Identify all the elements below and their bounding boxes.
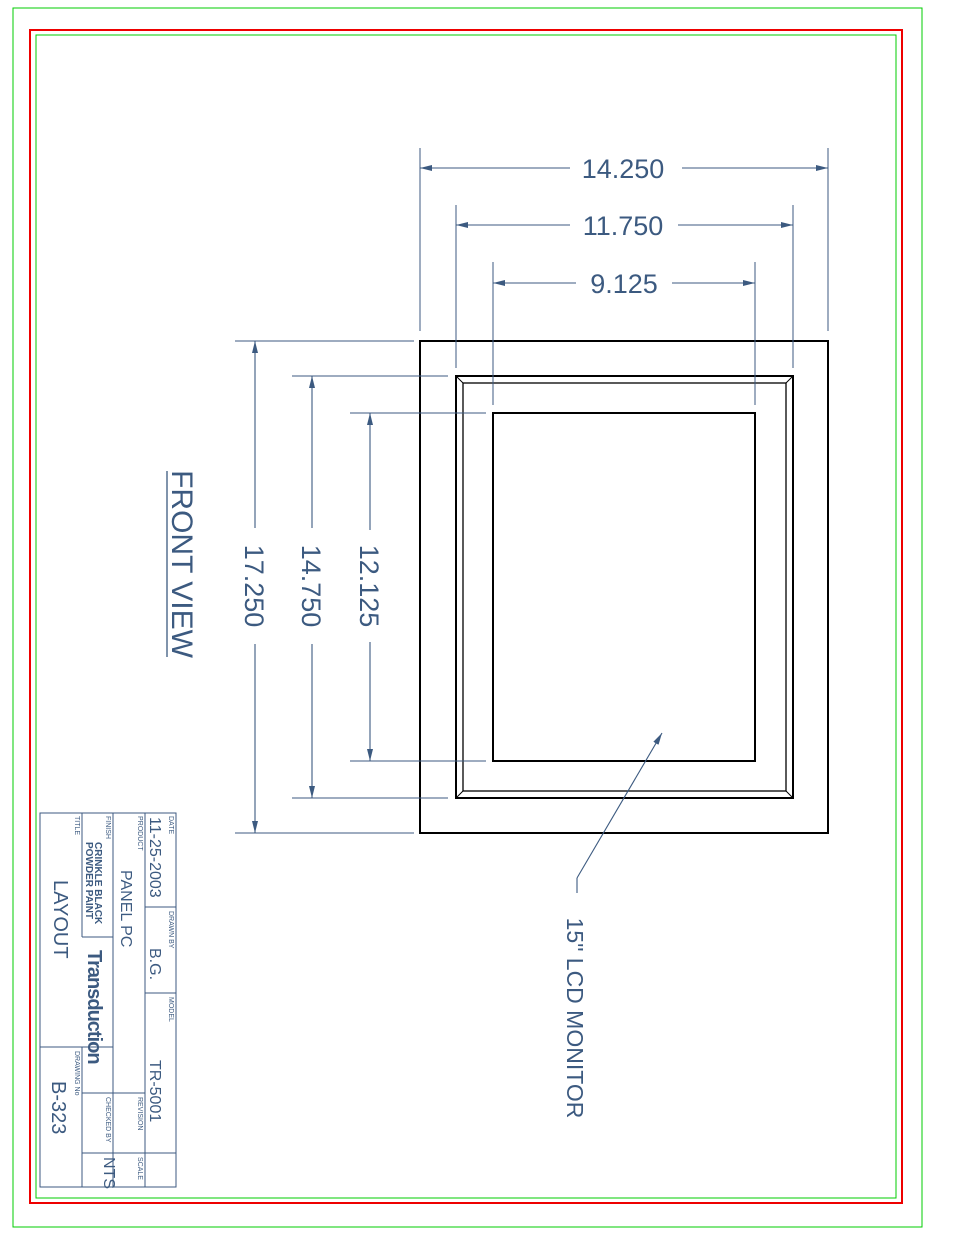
bezel-corner-tr xyxy=(786,376,793,383)
tb-model-label: MODEL xyxy=(167,997,174,1022)
tb-product-label: PRODUCT xyxy=(136,816,143,851)
inner-green-border xyxy=(36,35,896,1198)
outer-frame-outline xyxy=(420,341,828,833)
lcd-screen-outline xyxy=(493,413,755,761)
dim-bezel-width: 11.750 xyxy=(583,211,664,241)
tb-checked-by-label: CHECKED BY xyxy=(104,1097,111,1143)
tb-model: TR-5001 xyxy=(146,1060,163,1122)
dim-overall-height: 17.250 xyxy=(239,545,269,628)
tb-product: PANEL PC xyxy=(117,870,134,947)
tb-scale: NTS xyxy=(100,1157,117,1189)
tb-drawing-no-label: DRAWING No xyxy=(73,1051,80,1096)
tb-finish-label: FINISH xyxy=(104,816,111,839)
red-border xyxy=(30,30,902,1203)
tb-title: LAYOUT xyxy=(49,880,71,959)
bezel-inner-outline xyxy=(463,383,786,791)
view-title-group: FRONT VIEW xyxy=(165,470,198,658)
tb-scale-label: SCALE xyxy=(136,1157,143,1180)
dim-screen-width: 9.125 xyxy=(590,269,658,299)
lcd-monitor-callout: 15" LCD MONITOR xyxy=(562,918,588,1119)
tb-revision-label: REVISION xyxy=(136,1097,143,1130)
bezel-outline xyxy=(456,376,793,798)
bezel-corner-bl xyxy=(456,791,463,798)
tb-title-label: TITLE xyxy=(73,816,80,835)
tb-drawn-by-label: DRAWN BY xyxy=(167,911,174,949)
tb-date-label: DATE xyxy=(167,816,174,834)
bezel-corner-br xyxy=(786,791,793,798)
dim-screen-height: 12.125 xyxy=(354,545,384,628)
leader-line xyxy=(577,733,662,878)
tb-company-logo: Transduction xyxy=(83,950,105,1064)
dim-overall-width: 14.250 xyxy=(582,154,665,184)
title-block: DATE 11-25-2003 DRAWN BY B.G. MODEL TR-5… xyxy=(40,813,176,1189)
bezel-corner-tl xyxy=(456,376,463,383)
tb-drawing-no: B-323 xyxy=(47,1081,69,1134)
tb-finish-line2: POWDER PAINT xyxy=(83,842,94,919)
dim-bezel-height: 14.750 xyxy=(296,545,326,628)
view-title: FRONT VIEW xyxy=(165,470,198,658)
tb-date: 11-25-2003 xyxy=(146,817,163,898)
tb-drawn-by: B.G. xyxy=(146,948,163,980)
